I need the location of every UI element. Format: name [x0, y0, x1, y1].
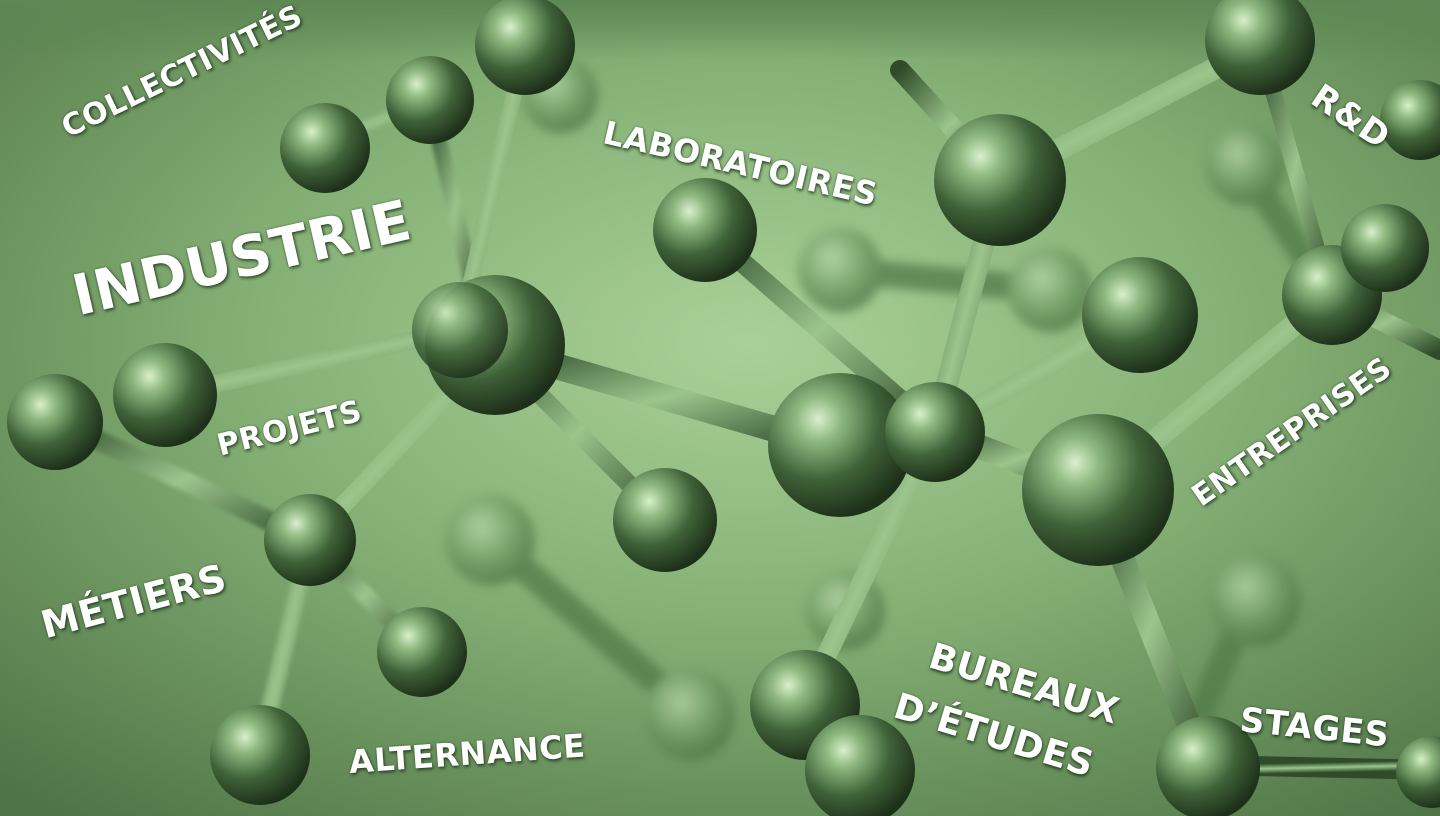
molecule-banner: COLLECTIVITÉS LABORATOIRES R&D INDUSTRIE…	[0, 0, 1440, 816]
molecule-network-icon	[0, 0, 1440, 816]
